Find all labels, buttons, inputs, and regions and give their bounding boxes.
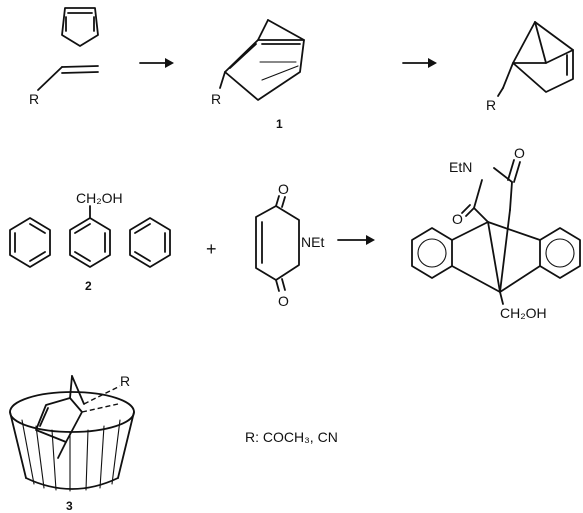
n-ethylmaleimide bbox=[255, 195, 300, 292]
adduct-etn-label: EtN bbox=[449, 159, 472, 175]
reaction-arrow-3 bbox=[337, 235, 375, 245]
adduct-o-left: O bbox=[452, 211, 463, 227]
norbornadiene-adduct-1 bbox=[219, 19, 305, 101]
cyclodextrin-inclusion-complex-3 bbox=[9, 375, 135, 492]
compound-number-1: 1 bbox=[276, 117, 283, 131]
r-label-cyclodextrin: R bbox=[120, 373, 130, 389]
r-label-ethylene: R bbox=[29, 91, 39, 107]
diels-alder-adduct bbox=[411, 159, 581, 305]
reaction-arrow-2 bbox=[402, 58, 437, 68]
r-group-definition: R: COCH₃, CN bbox=[245, 429, 338, 445]
norbornene-product bbox=[497, 21, 574, 97]
cyclopentadiene bbox=[61, 7, 99, 47]
adduct-ch2oh-label: CH₂OH bbox=[500, 305, 547, 321]
vinyl-reagent bbox=[37, 65, 99, 91]
compound-number-3: 3 bbox=[66, 499, 73, 513]
maleimide-net-label: NEt bbox=[301, 234, 324, 250]
maleimide-o-top: O bbox=[278, 181, 289, 197]
compound-number-2: 2 bbox=[85, 279, 92, 293]
adduct-o-top: O bbox=[514, 145, 525, 161]
plus-sign: + bbox=[206, 239, 217, 259]
r-label-product-1: R bbox=[486, 97, 496, 113]
reaction-arrow-1 bbox=[139, 58, 174, 68]
r-label-adduct-1: R bbox=[211, 91, 221, 107]
maleimide-o-bottom: O bbox=[278, 293, 289, 309]
ch2oh-substituent: CH₂OH bbox=[76, 190, 123, 206]
anthracene-methanol-2 bbox=[9, 205, 171, 268]
